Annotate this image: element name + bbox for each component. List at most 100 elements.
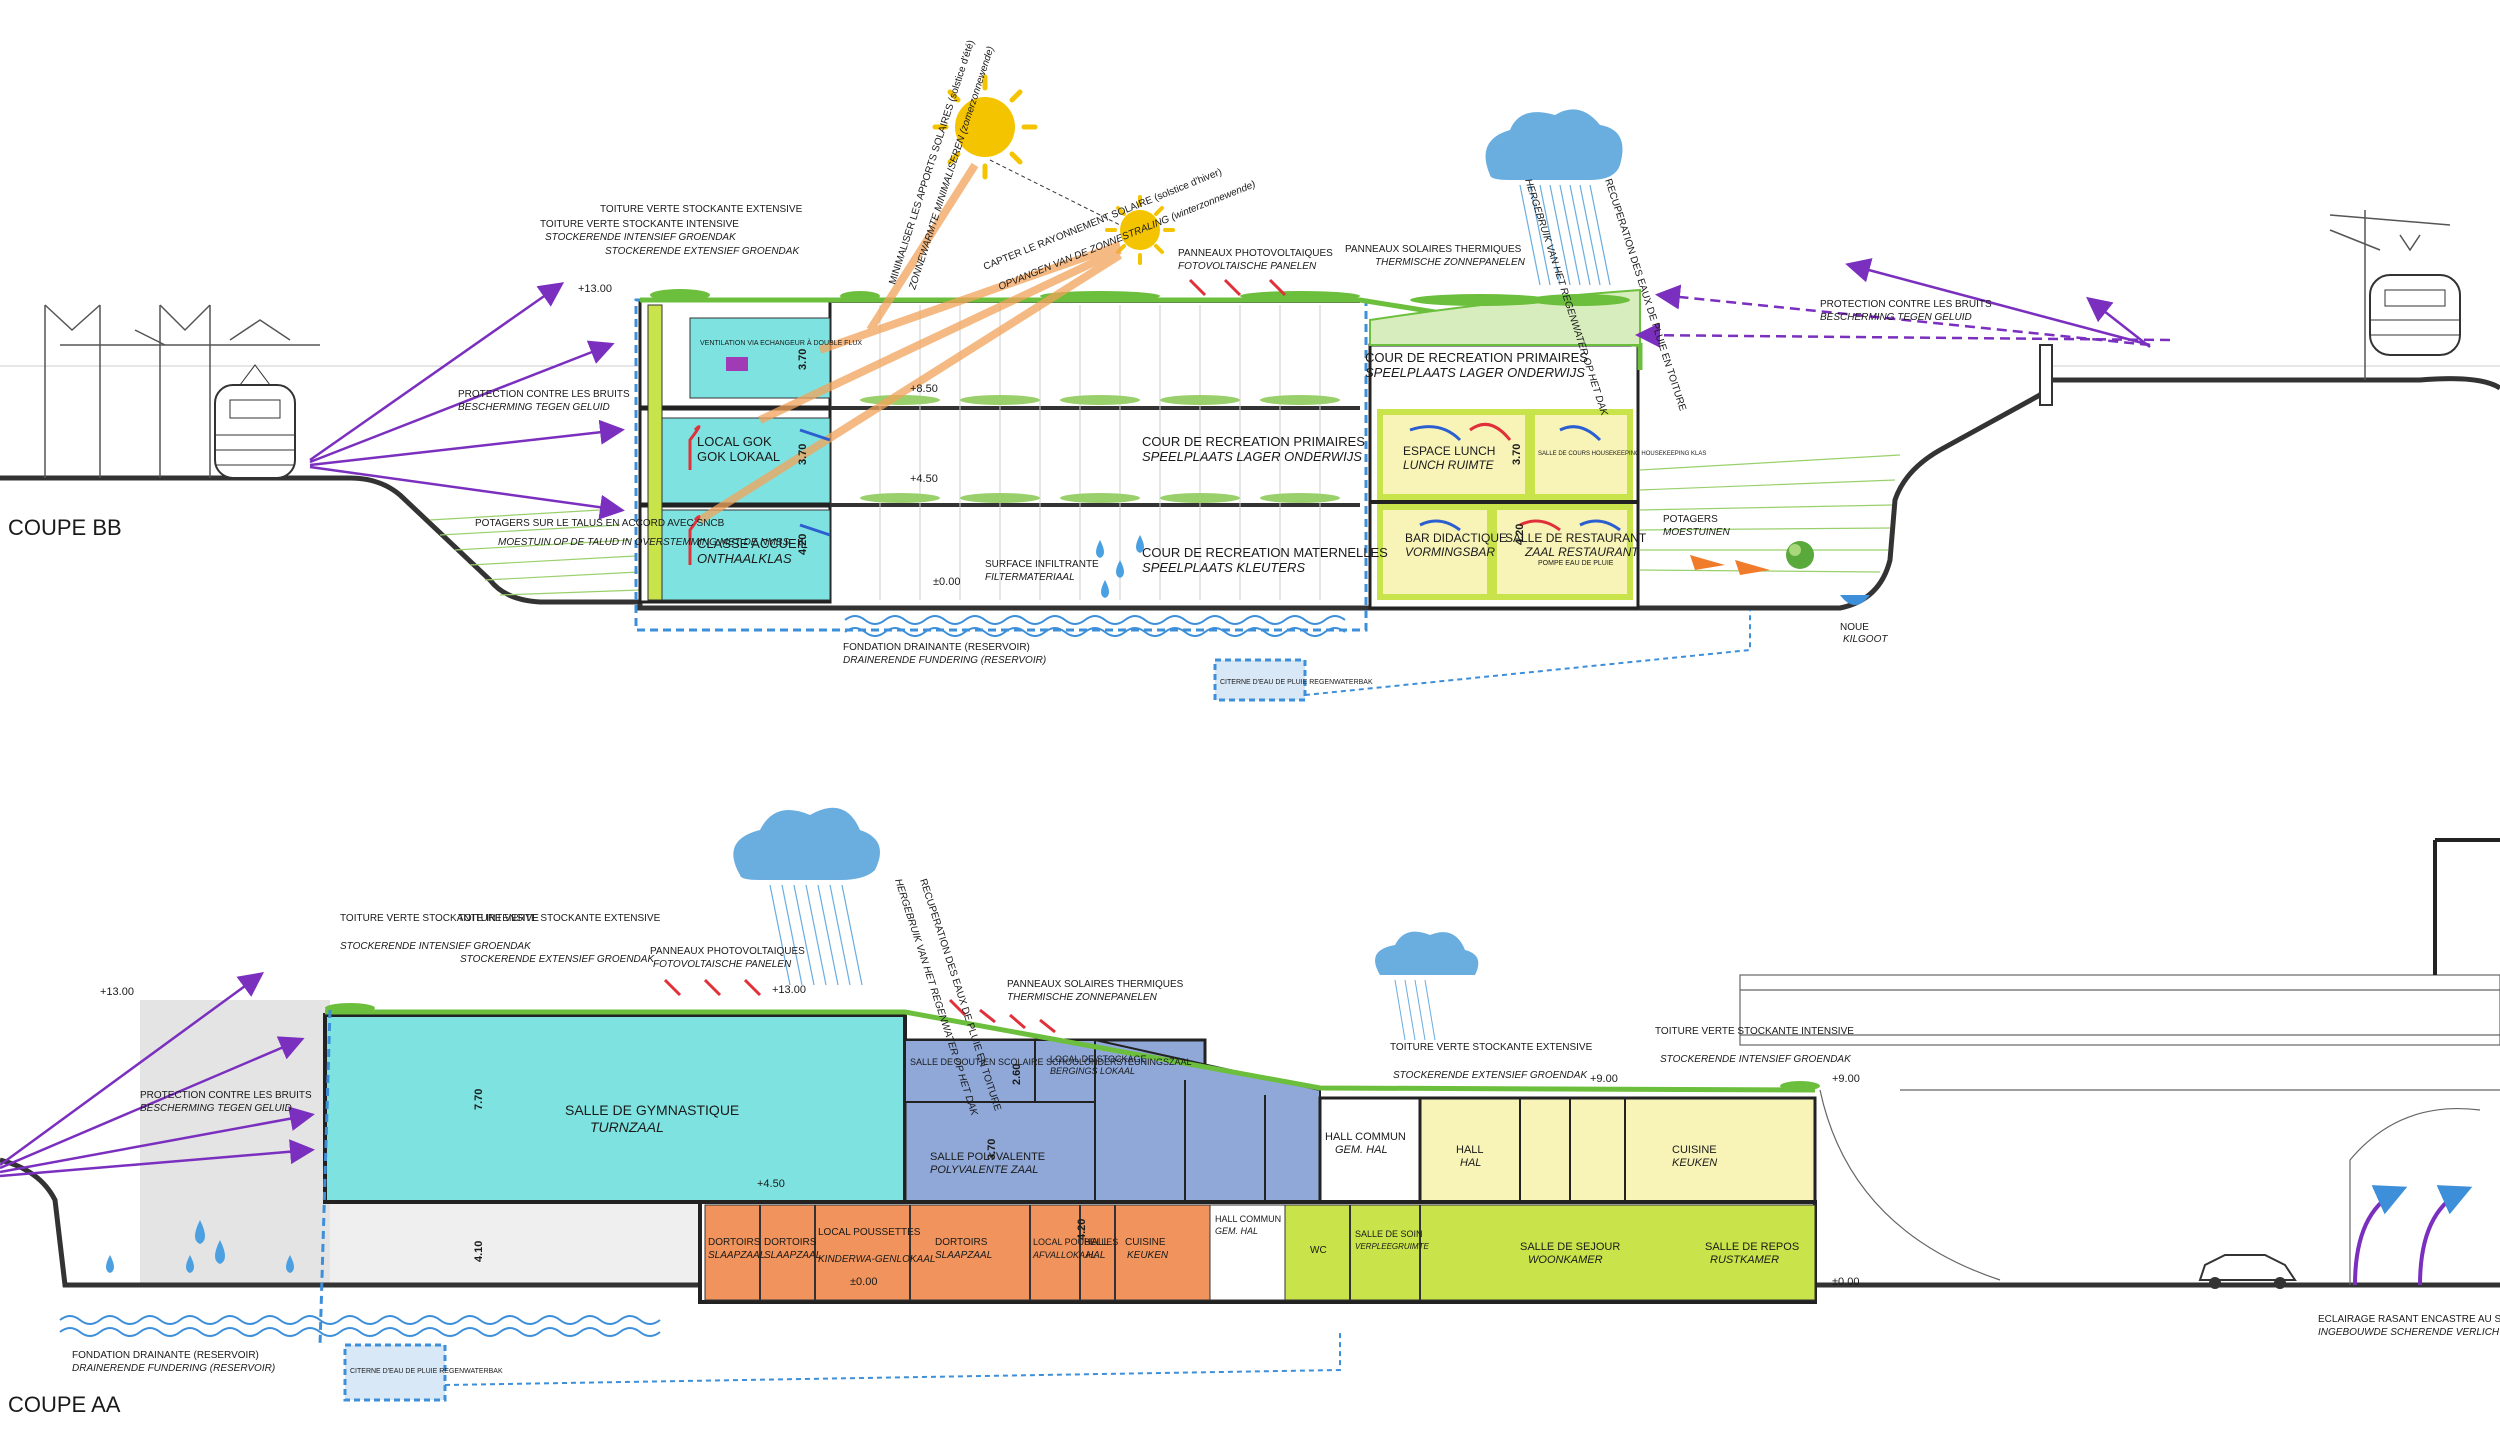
- courtyard-stack: [830, 301, 1360, 600]
- level-aa-4: +9.00: [1832, 1073, 1860, 1085]
- noue-nl: KILGOOT: [1843, 634, 1888, 645]
- room-hall2-nl: HAL: [1086, 1250, 1105, 1261]
- train-right: [2369, 274, 2461, 356]
- room-cuisine-nl: KEUKEN: [1672, 1157, 1717, 1169]
- room-accueil-nl: ONTHAALKLAS: [697, 551, 792, 566]
- potagers-nl: MOESTUINEN: [1663, 527, 1730, 538]
- room-soutien: SALLE DE SOUTIEN SCOLAIRE SCHOOLONDERSTE…: [910, 1057, 1192, 1067]
- pv-aa-nl: FOTOVOLTAISCHE PANELEN: [653, 959, 792, 970]
- level-aa-3: +9.00: [1590, 1073, 1618, 1085]
- ventilation-label: VENTILATION VIA ECHANGEUR À DOUBLE FLUX: [700, 338, 862, 347]
- thermal-bb-fr: PANNEAUX SOLAIRES THERMIQUES: [1345, 244, 1522, 255]
- rain-cloud-icon-bb: [1485, 109, 1623, 286]
- room-lunch-fr: ESPACE LUNCH: [1403, 444, 1495, 458]
- room-gok-nl: GOK LOKAAL: [697, 449, 780, 464]
- roof-extensive-bb-nl: STOCKERENDE EXTENSIEF GROENDAK: [605, 246, 800, 257]
- room-poly-fr: SALLE POLYVALENTE: [930, 1151, 1045, 1163]
- vegetables-icon: [1690, 541, 1814, 575]
- rain-bb-nl: HERGEBRUIK VAN HET REGENWATER OP HET DAK: [1522, 178, 1610, 419]
- room-resto-nl: ZAAL RESTAURANT: [1524, 545, 1640, 559]
- ventilation-arrows: [688, 422, 1621, 565]
- surface-nl: FILTERMATERIAAL: [985, 572, 1075, 583]
- room-cour1-fr: COUR DE RECREATION PRIMAIRES: [1365, 350, 1588, 365]
- room-repos-nl: RUSTKAMER: [1710, 1254, 1779, 1266]
- pv-aa-fr: PANNEAUX PHOTOVOLTAIQUES: [650, 946, 805, 957]
- room-sejour-nl: WOONKAMER: [1528, 1254, 1603, 1266]
- level-bb-3: +4.50: [910, 473, 938, 485]
- rain-cloud-icon-aa-small: [1375, 931, 1479, 1041]
- thermal-bb-nl: THERMISCHE ZONNEPANELEN: [1375, 257, 1526, 268]
- level-aa-1: +13.00: [100, 986, 134, 998]
- potagers-talus-nl: MOESTUIN OP DE TALUD IN OVERSTEMMING MET…: [498, 537, 789, 548]
- pv-bb-fr: PANNEAUX PHOTOVOLTAIQUES: [1178, 248, 1333, 259]
- noise-aa-nl: BESCHERMING TEGEN GELUID: [140, 1103, 292, 1114]
- room-pouss-fr: LOCAL POUSSETTES: [818, 1227, 921, 1238]
- room-pouss-nl: KINDERWA-GENLOKAAL: [818, 1254, 935, 1265]
- roof-intensive-bb-fr: TOITURE VERTE STOCKANTE INTENSIVE: [540, 219, 739, 230]
- thermal-aa-fr: PANNEAUX SOLAIRES THERMIQUES: [1007, 979, 1184, 990]
- roof-intensive-bb-nl: STOCKERENDE INTENSIEF GROENDAK: [545, 232, 737, 243]
- rain-cloud-icon-aa: [733, 807, 880, 986]
- level-aa-6: ±0.00: [850, 1276, 877, 1288]
- noise-arrows-aa: [0, 972, 315, 1178]
- room-cour1-nl: SPEELPLAATS LAGER ONDERWIJS: [1365, 365, 1585, 380]
- drainage-aa: [59, 1315, 661, 1337]
- room-bar-fr: BAR DIDACTIQUE: [1405, 531, 1507, 545]
- room-hallc2-fr: HALL COMMUN: [1215, 1214, 1281, 1224]
- room-dort3-fr: DORTOIRS: [935, 1237, 988, 1248]
- roof-extensive-aa-fr: TOITURE VERTE STOCKANTE EXTENSIVE: [458, 913, 661, 924]
- noise-aa-fr: PROTECTION CONTRE LES BRUITS: [140, 1090, 312, 1101]
- roof-extensive-aa-nl: STOCKERENDE EXTENSIEF GROENDAK: [460, 954, 655, 965]
- pv-panels-bb: [1188, 278, 1287, 297]
- noise-right-bb-fr: PROTECTION CONTRE LES BRUITS: [1820, 299, 1992, 310]
- room-dort2-fr: DORTOIRS: [764, 1237, 817, 1248]
- noise-arrows-left: [309, 282, 625, 520]
- room-cour2-fr: COUR DE RECREATION PRIMAIRES: [1142, 434, 1365, 449]
- room-gok-fr: LOCAL GOK: [697, 434, 772, 449]
- section-aa: [0, 807, 2500, 1402]
- room-hallc2-nl: GEM. HAL: [1215, 1226, 1258, 1236]
- citerne-aa: CITERNE D'EAU DE PLUIE REGENWATERBAK: [350, 1368, 503, 1375]
- thermal-aa-nl: THERMISCHE ZONNEPANELEN: [1007, 992, 1158, 1003]
- room-soin-fr: SALLE DE SOIN: [1355, 1229, 1423, 1239]
- train-left: [214, 364, 296, 479]
- room-stock-nl: BERGINGS LOKAAL: [1050, 1066, 1135, 1076]
- noise-arrows-right: [1635, 284, 2171, 348]
- sun-summer-icon: [932, 74, 1038, 180]
- level-aa-7: ±0.00: [1832, 1276, 1859, 1288]
- fondation-aa-fr: FONDATION DRAINANTE (RESERVOIR): [72, 1350, 259, 1361]
- section-bb: [0, 74, 2500, 702]
- room-stock-fr: LOCAL DE STOCKAGE: [1050, 1054, 1147, 1064]
- room-hall2-fr: HALL: [1084, 1237, 1109, 1248]
- room-cuis2-fr: CUISINE: [1125, 1237, 1166, 1248]
- room-hall-nl: HAL: [1460, 1157, 1481, 1169]
- talus-garden-left: [429, 509, 641, 596]
- height-aa-5: 2.60: [1011, 1064, 1023, 1085]
- noise-left-bb-nl: BESCHERMING TEGEN GELUID: [458, 402, 610, 413]
- height-bb-5: 4.20: [1514, 524, 1526, 545]
- fondation-aa-nl: DRAINERENDE FUNDERING (RESERVOIR): [72, 1363, 275, 1374]
- roof-extensive2-aa-nl: STOCKERENDE EXTENSIEF GROENDAK: [1393, 1070, 1588, 1081]
- room-resto-fr: SALLE DE RESTAURANT: [1505, 531, 1647, 545]
- roof-intensive-aa-nl: STOCKERENDE INTENSIEF GROENDAK: [340, 941, 532, 952]
- room-cuis2-nl: KEUKEN: [1127, 1250, 1169, 1261]
- catenary-left: [44, 304, 320, 478]
- citerne-bb: CITERNE D'EAU DE PLUIE REGENWATERBAK: [1220, 679, 1373, 686]
- level-bb-1: +13.00: [578, 283, 612, 295]
- level-bb-2: +8.50: [910, 383, 938, 395]
- height-bb-4: 3.70: [1511, 444, 1523, 465]
- section-bb-title: COUPE BB: [8, 515, 122, 540]
- pompe: POMPE EAU DE PLUIE: [1538, 560, 1614, 567]
- eclairage-nl: INGEBOUWDE SCHERENDE VERLICHTING: [2318, 1327, 2500, 1338]
- room-gym-nl: TURNZAAL: [590, 1119, 664, 1135]
- room-menage: SALLE DE COURS HOUSEKEEPING HOUSEKEEPING…: [1538, 451, 1706, 457]
- fondation-bb-nl: DRAINERENDE FUNDERING (RESERVOIR): [843, 655, 1046, 666]
- pv-panels-aa: [663, 978, 1056, 1034]
- room-soin-nl: VERPLEEGRUIMTE: [1355, 1242, 1429, 1251]
- roof-extensive2-aa-fr: TOITURE VERTE STOCKANTE EXTENSIVE: [1390, 1042, 1593, 1053]
- room-cour2-nl: SPEELPLAATS LAGER ONDERWIJS: [1142, 449, 1362, 464]
- room-cuisine-fr: CUISINE: [1672, 1144, 1717, 1156]
- terrain-bb: [0, 376, 2500, 611]
